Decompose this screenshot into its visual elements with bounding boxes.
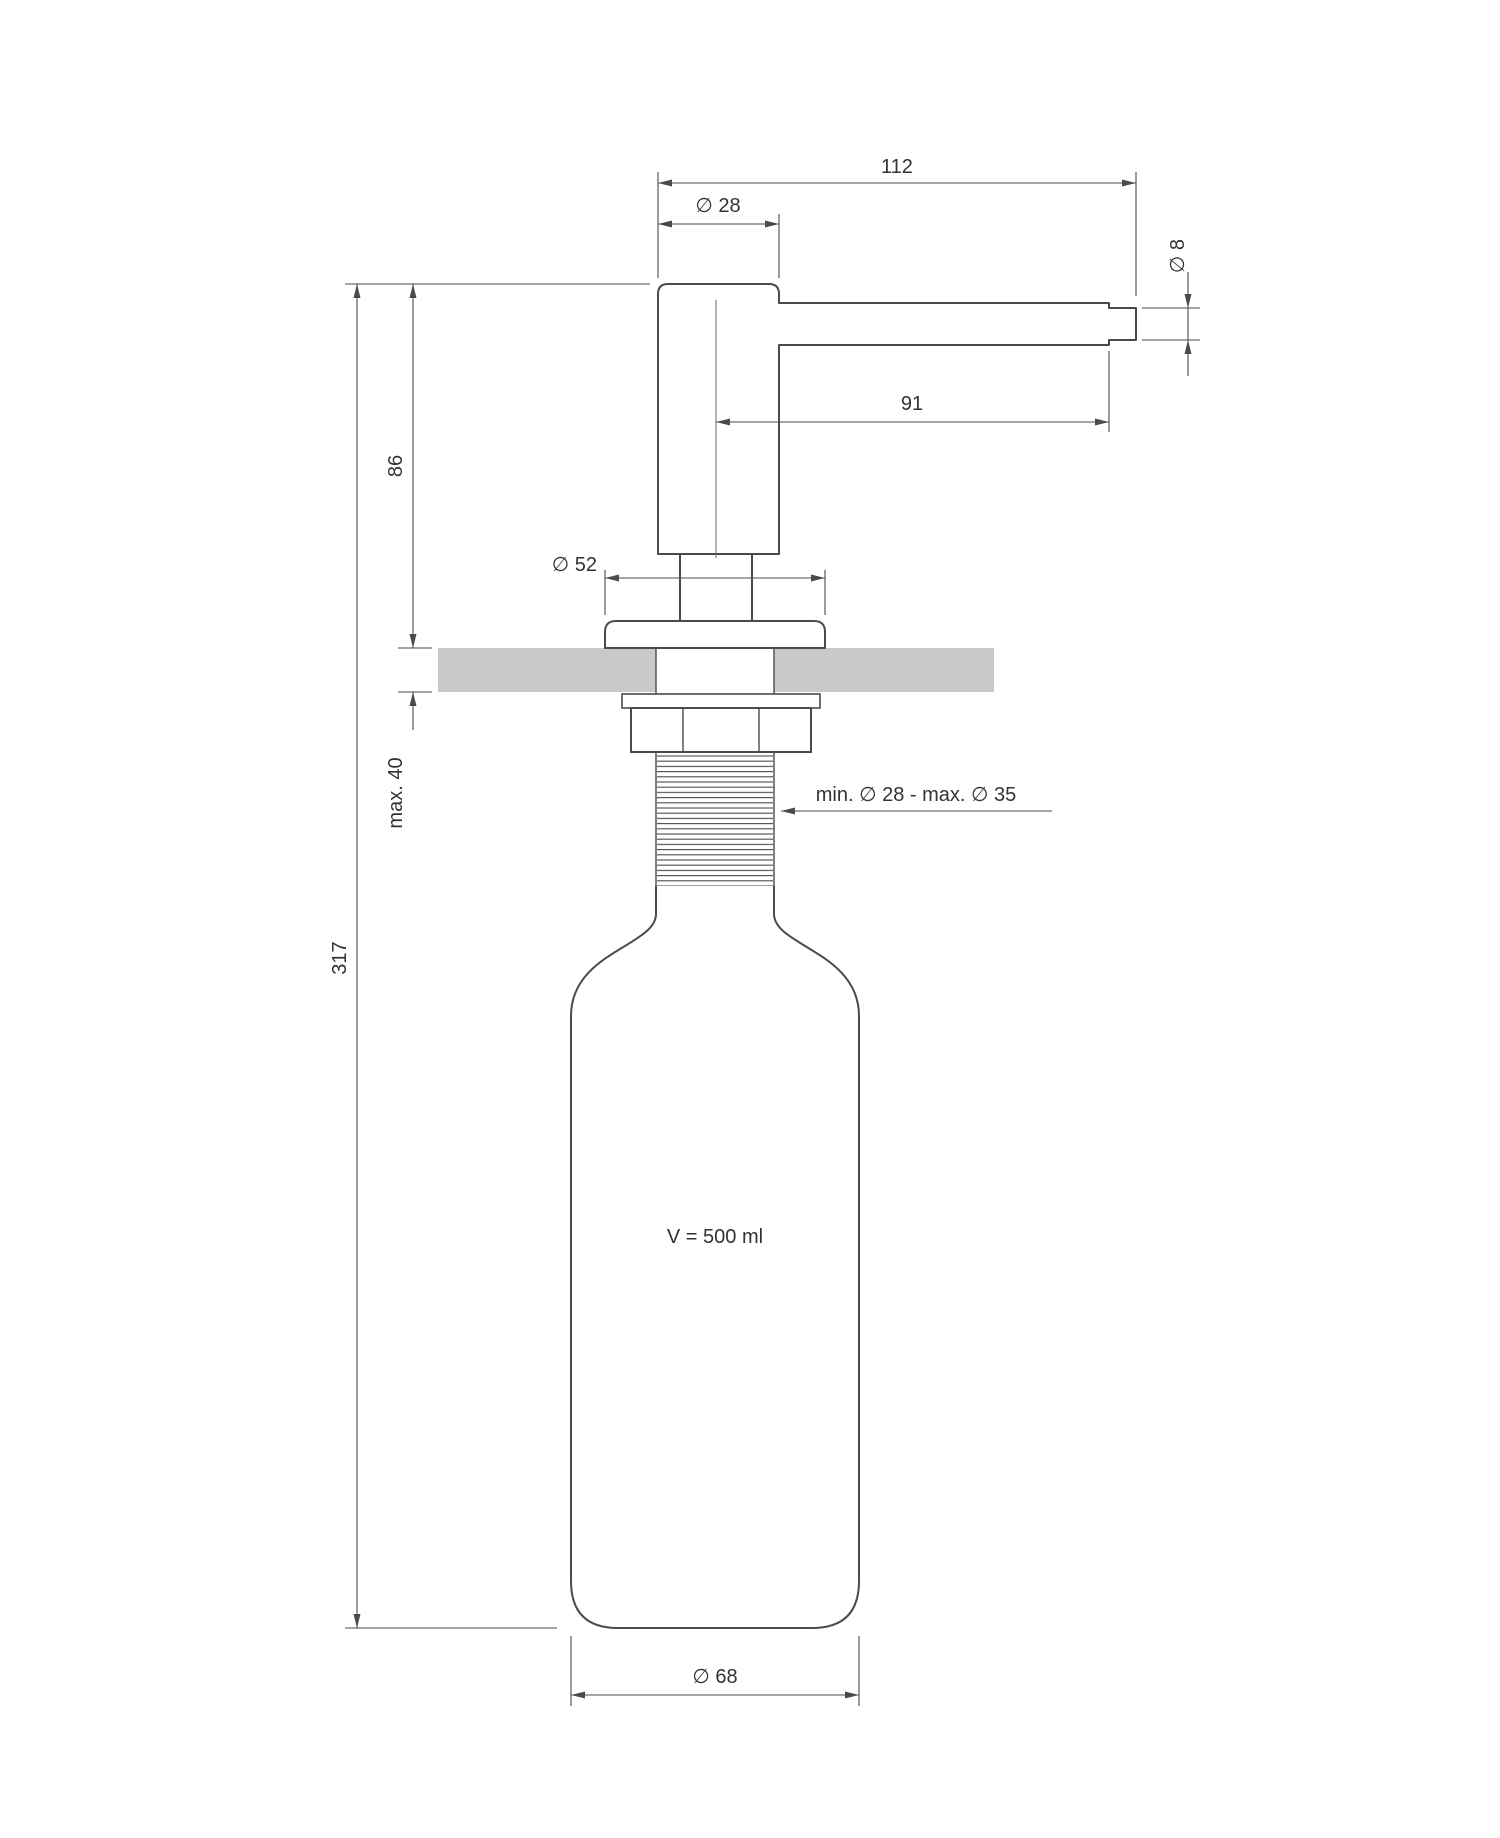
dimension-91: 91 <box>716 351 1110 432</box>
dim-52-label: ∅ 52 <box>552 554 597 576</box>
thread-note-label: min. ∅ 28 - max. ∅ 35 <box>816 784 1016 806</box>
dimension-max40: max. 40 <box>385 691 432 829</box>
dimension-28: ∅ 28 <box>658 195 780 278</box>
countertop <box>438 646 994 704</box>
dim-28-label: ∅ 28 <box>695 195 740 217</box>
dim-86-label: 86 <box>385 455 407 477</box>
thread-diameter-note: min. ∅ 28 - max. ∅ 35 <box>781 784 1052 815</box>
mounting-hardware <box>621 693 821 753</box>
bottle-outline <box>570 886 860 1629</box>
dim-68-label: ∅ 68 <box>692 1666 737 1688</box>
washer <box>621 693 821 709</box>
dim-317-label: 317 <box>329 941 351 974</box>
hex-nut <box>630 707 812 753</box>
dim-max40-label: max. 40 <box>385 757 407 828</box>
dimension-317: 317 <box>329 284 557 1629</box>
flange <box>604 620 826 649</box>
bottle-volume-label: V = 500 ml <box>667 1226 763 1248</box>
pump-body-and-spout <box>657 283 1137 555</box>
pump-head <box>604 283 1137 649</box>
dim-8-label: ∅ 8 <box>1167 239 1189 273</box>
bottle: V = 500 ml <box>570 886 860 1629</box>
dim-112-label: 112 <box>881 156 913 178</box>
dimension-112: 112 <box>657 156 1137 296</box>
dimension-8: ∅ 8 <box>1142 239 1200 376</box>
dim-91-label: 91 <box>901 393 923 415</box>
dimension-68: ∅ 68 <box>570 1636 860 1706</box>
dimension-86: 86 <box>345 283 650 649</box>
dimension-52: ∅ 52 <box>552 554 826 615</box>
